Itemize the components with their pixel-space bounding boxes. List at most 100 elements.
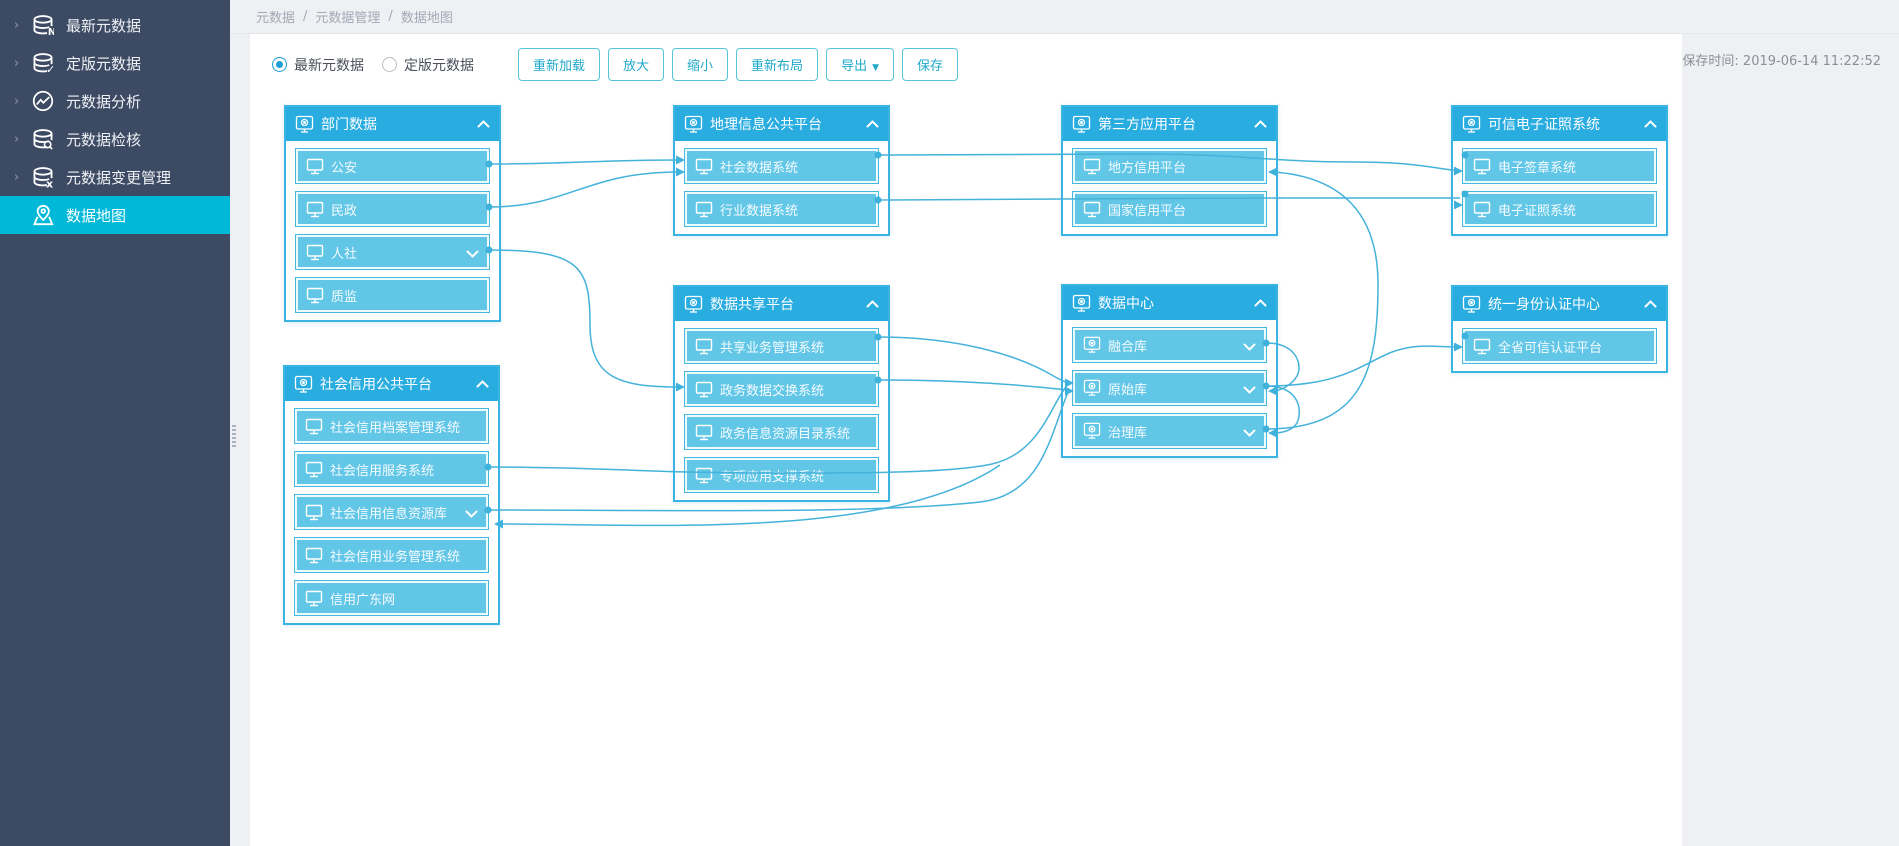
group-data-center: 数据中心 融合库 原始库 治理库 bbox=[1061, 284, 1278, 458]
node-credit-archive-system[interactable]: 社会信用档案管理系统 bbox=[294, 408, 489, 444]
platform-icon bbox=[1072, 115, 1091, 134]
platform-icon bbox=[295, 115, 314, 134]
save-button[interactable]: 保存 bbox=[902, 48, 959, 81]
breadcrumb-separator: / bbox=[303, 9, 308, 24]
node-credit-business-system[interactable]: 社会信用业务管理系统 bbox=[294, 537, 489, 573]
chevron-up-icon bbox=[477, 120, 490, 128]
monitor-icon bbox=[306, 157, 324, 175]
chevron-up-icon bbox=[866, 300, 879, 308]
node-industry-data-system[interactable]: 行业数据系统 bbox=[684, 191, 879, 227]
sidebar-item-metadata-change[interactable]: › x 元数据变更管理 bbox=[0, 158, 230, 196]
platform-icon bbox=[1083, 379, 1101, 397]
platform-icon bbox=[1072, 294, 1091, 313]
sidebar-item-latest-metadata[interactable]: › N 最新元数据 bbox=[0, 6, 230, 44]
radio-versioned-metadata[interactable]: 定版元数据 bbox=[382, 55, 474, 75]
platform-icon bbox=[1462, 295, 1481, 314]
chevron-up-icon bbox=[866, 120, 879, 128]
group-geo-info-platform: 地理信息公共平台 社会数据系统 行业数据系统 bbox=[673, 105, 890, 236]
node-renshe[interactable]: 人社 bbox=[295, 234, 490, 270]
database-new-icon: N bbox=[32, 14, 54, 36]
zoom-out-button[interactable]: 缩小 bbox=[672, 48, 729, 81]
sidebar-item-label: 定版元数据 bbox=[66, 54, 142, 73]
chevron-down-icon[interactable] bbox=[1243, 343, 1256, 351]
chevron-down-icon[interactable] bbox=[1243, 429, 1256, 437]
svg-text:✓: ✓ bbox=[46, 63, 54, 74]
monitor-icon bbox=[695, 380, 713, 398]
sidebar-item-metadata-analysis[interactable]: › 元数据分析 bbox=[0, 82, 230, 120]
relayout-button[interactable]: 重新布局 bbox=[736, 48, 819, 81]
group-third-party-platform: 第三方应用平台 地方信用平台 国家信用平台 bbox=[1061, 105, 1278, 236]
sidebar-item-label: 元数据变更管理 bbox=[66, 168, 172, 187]
node-esignature-system[interactable]: 电子签章系统 bbox=[1462, 148, 1657, 184]
monitor-icon bbox=[1083, 200, 1101, 218]
chevron-right-icon: › bbox=[14, 17, 20, 33]
right-gutter: 保存时间: 2019-06-14 11:22:52 bbox=[1682, 34, 1899, 846]
data-map-icon bbox=[32, 204, 54, 226]
chevron-up-icon bbox=[1644, 300, 1657, 308]
sidebar-collapse-handle[interactable] bbox=[230, 423, 238, 449]
node-credit-info-resource-db[interactable]: 社会信用信息资源库 bbox=[294, 494, 489, 530]
radio-dot bbox=[272, 57, 287, 72]
breadcrumb-item[interactable]: 元数据 bbox=[256, 11, 296, 26]
node-special-app-support-system[interactable]: 专项应用支撑系统 bbox=[684, 457, 879, 493]
breadcrumb-item[interactable]: 元数据管理 bbox=[315, 11, 381, 26]
export-button[interactable]: 导出▼ bbox=[826, 48, 894, 81]
sidebar-item-label: 最新元数据 bbox=[66, 16, 142, 35]
chevron-right-icon: › bbox=[14, 131, 20, 147]
monitor-icon bbox=[1473, 200, 1491, 218]
monitor-icon bbox=[306, 243, 324, 261]
node-social-data-system[interactable]: 社会数据系统 bbox=[684, 148, 879, 184]
node-zhijian[interactable]: 质监 bbox=[295, 277, 490, 313]
node-national-credit-platform[interactable]: 国家信用平台 bbox=[1072, 191, 1267, 227]
group-header[interactable]: 数据中心 bbox=[1063, 286, 1276, 320]
group-header[interactable]: 数据共享平台 bbox=[675, 287, 888, 321]
node-credit-service-system[interactable]: 社会信用服务系统 bbox=[294, 451, 489, 487]
sidebar-item-metadata-check[interactable]: › 元数据检核 bbox=[0, 120, 230, 158]
zoom-in-button[interactable]: 放大 bbox=[608, 48, 665, 81]
platform-icon bbox=[1083, 336, 1101, 354]
node-elicense-system[interactable]: 电子证照系统 bbox=[1462, 191, 1657, 227]
node-provincial-trusted-auth-platform[interactable]: 全省可信认证平台 bbox=[1462, 328, 1657, 364]
group-header[interactable]: 可信电子证照系统 bbox=[1453, 107, 1666, 141]
monitor-icon bbox=[1473, 337, 1491, 355]
chevron-right-icon: › bbox=[14, 55, 20, 71]
monitor-icon bbox=[695, 423, 713, 441]
group-header[interactable]: 地理信息公共平台 bbox=[675, 107, 888, 141]
data-map-panel: 最新元数据 定版元数据 重新加载 放大 缩小 重新布局 导出▼ 保存 bbox=[250, 34, 1682, 846]
node-raw-db[interactable]: 原始库 bbox=[1072, 370, 1267, 406]
radio-latest-metadata[interactable]: 最新元数据 bbox=[272, 55, 364, 75]
node-local-credit-platform[interactable]: 地方信用平台 bbox=[1072, 148, 1267, 184]
group-header[interactable]: 社会信用公共平台 bbox=[285, 367, 498, 401]
sidebar-item-data-map[interactable]: › 数据地图 bbox=[0, 196, 230, 234]
chevron-up-icon bbox=[476, 380, 489, 388]
svg-text:N: N bbox=[48, 27, 54, 36]
data-map-canvas[interactable]: 部门数据 公安 民政 人社 质监 bbox=[250, 34, 1682, 846]
group-header[interactable]: 第三方应用平台 bbox=[1063, 107, 1276, 141]
node-fusion-db[interactable]: 融合库 bbox=[1072, 327, 1267, 363]
chevron-right-icon: › bbox=[14, 93, 20, 109]
save-time-label: 保存时间: 2019-06-14 11:22:52 bbox=[1682, 54, 1881, 69]
node-credit-guangdong-web[interactable]: 信用广东网 bbox=[294, 580, 489, 616]
node-gov-data-exchange-system[interactable]: 政务数据交换系统 bbox=[684, 371, 879, 407]
group-data-sharing-platform: 数据共享平台 共享业务管理系统 政务数据交换系统 政务信息资源目录系统 专项应用… bbox=[673, 285, 890, 502]
chevron-down-icon[interactable] bbox=[465, 510, 478, 518]
toolbar: 最新元数据 定版元数据 重新加载 放大 缩小 重新布局 导出▼ 保存 bbox=[272, 48, 966, 81]
group-header[interactable]: 部门数据 bbox=[286, 107, 499, 141]
breadcrumb-item-current: 数据地图 bbox=[400, 11, 453, 26]
node-minzheng[interactable]: 民政 bbox=[295, 191, 490, 227]
sidebar-item-label: 元数据检核 bbox=[66, 130, 142, 149]
chevron-down-icon[interactable] bbox=[466, 250, 479, 258]
node-governance-db[interactable]: 治理库 bbox=[1072, 413, 1267, 449]
group-header[interactable]: 统一身份认证中心 bbox=[1453, 287, 1666, 321]
node-gongan[interactable]: 公安 bbox=[295, 148, 490, 184]
sidebar-item-versioned-metadata[interactable]: › ✓ 定版元数据 bbox=[0, 44, 230, 82]
database-search-icon bbox=[32, 128, 54, 150]
monitor-icon bbox=[305, 417, 323, 435]
node-sharing-business-system[interactable]: 共享业务管理系统 bbox=[684, 328, 879, 364]
monitor-icon bbox=[305, 589, 323, 607]
reload-button[interactable]: 重新加载 bbox=[518, 48, 601, 81]
analysis-icon bbox=[32, 90, 54, 112]
chevron-down-icon[interactable] bbox=[1243, 386, 1256, 394]
node-gov-info-catalog-system[interactable]: 政务信息资源目录系统 bbox=[684, 414, 879, 450]
